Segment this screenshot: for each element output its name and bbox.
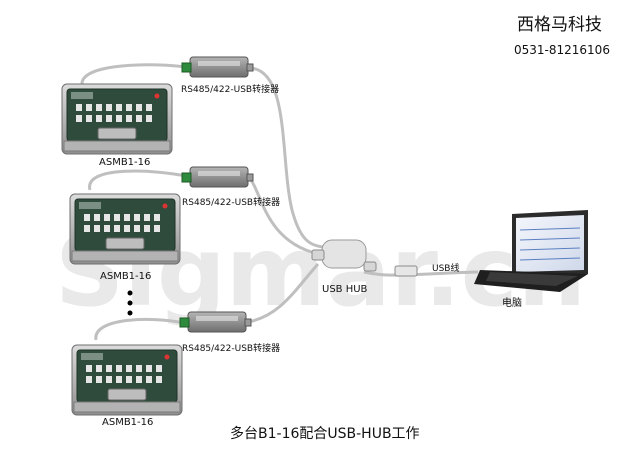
converter-2 xyxy=(181,166,254,188)
converter-1-label: RS485/422-USB转接器 xyxy=(181,83,279,95)
converter-1 xyxy=(181,56,254,78)
company-phone: 0531-81216106 xyxy=(514,43,610,57)
device-1-label: ASMB1-16 xyxy=(99,157,150,168)
converter-2-label: RS485/422-USB转接器 xyxy=(182,196,280,208)
usb-hub-label: USB HUB xyxy=(322,284,368,295)
device-3-label: ASMB1-16 xyxy=(102,417,153,428)
diagram-caption: 多台B1-16配合USB-HUB工作 xyxy=(230,425,420,442)
laptop-icon xyxy=(474,210,588,292)
device-3 xyxy=(71,344,183,416)
usb-hub-icon xyxy=(311,239,377,272)
device-2 xyxy=(69,193,181,265)
serial-cables xyxy=(80,63,188,341)
converter-3-label: RS485/422-USB转接器 xyxy=(182,342,280,354)
converter-3 xyxy=(179,311,252,333)
usb-plug-icon xyxy=(394,265,418,277)
device-2-label: ASMB1-16 xyxy=(100,271,151,282)
device-1 xyxy=(61,83,173,155)
more-devices-dots xyxy=(127,290,133,316)
computer-label: 电脑 xyxy=(502,296,522,309)
usb-cable-label: USB线 xyxy=(432,262,459,274)
company-name: 西格马科技 xyxy=(517,15,602,35)
